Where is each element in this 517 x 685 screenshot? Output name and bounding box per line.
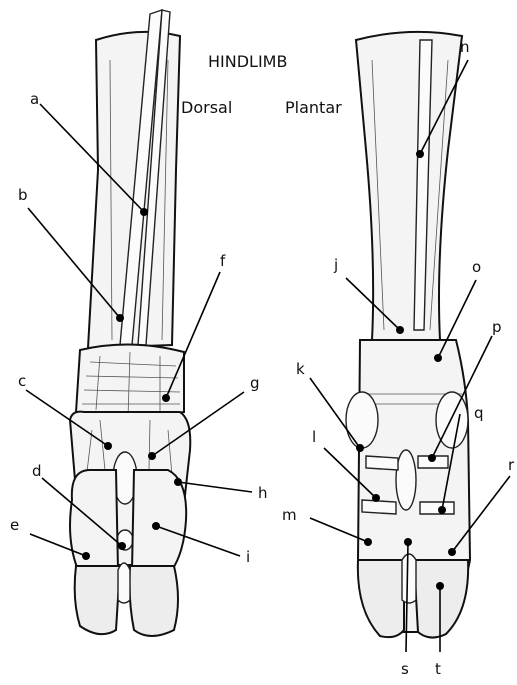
label-e: e (10, 516, 19, 534)
label-n: n (460, 38, 470, 56)
label-i: i (246, 548, 250, 566)
label-j: j (333, 256, 338, 274)
label-d: d (32, 462, 42, 480)
label-c: c (18, 372, 26, 390)
dorsal-limb-illustration (70, 10, 190, 636)
label-o: o (472, 258, 481, 276)
label-f: f (220, 252, 226, 270)
label-t: t (435, 660, 441, 678)
title-hindlimb: HINDLIMB (208, 52, 287, 71)
view-label-plantar: Plantar (285, 98, 342, 117)
label-q: q (474, 404, 484, 422)
label-a: a (30, 90, 39, 108)
label-m: m (282, 506, 297, 524)
label-l: l (312, 428, 316, 446)
label-g: g (250, 374, 260, 392)
label-k: k (296, 360, 305, 378)
label-s: s (401, 660, 409, 678)
label-p: p (492, 318, 502, 336)
view-label-dorsal: Dorsal (181, 98, 232, 117)
label-h: h (258, 484, 268, 502)
label-b: b (18, 186, 28, 204)
label-r: r (508, 456, 515, 474)
